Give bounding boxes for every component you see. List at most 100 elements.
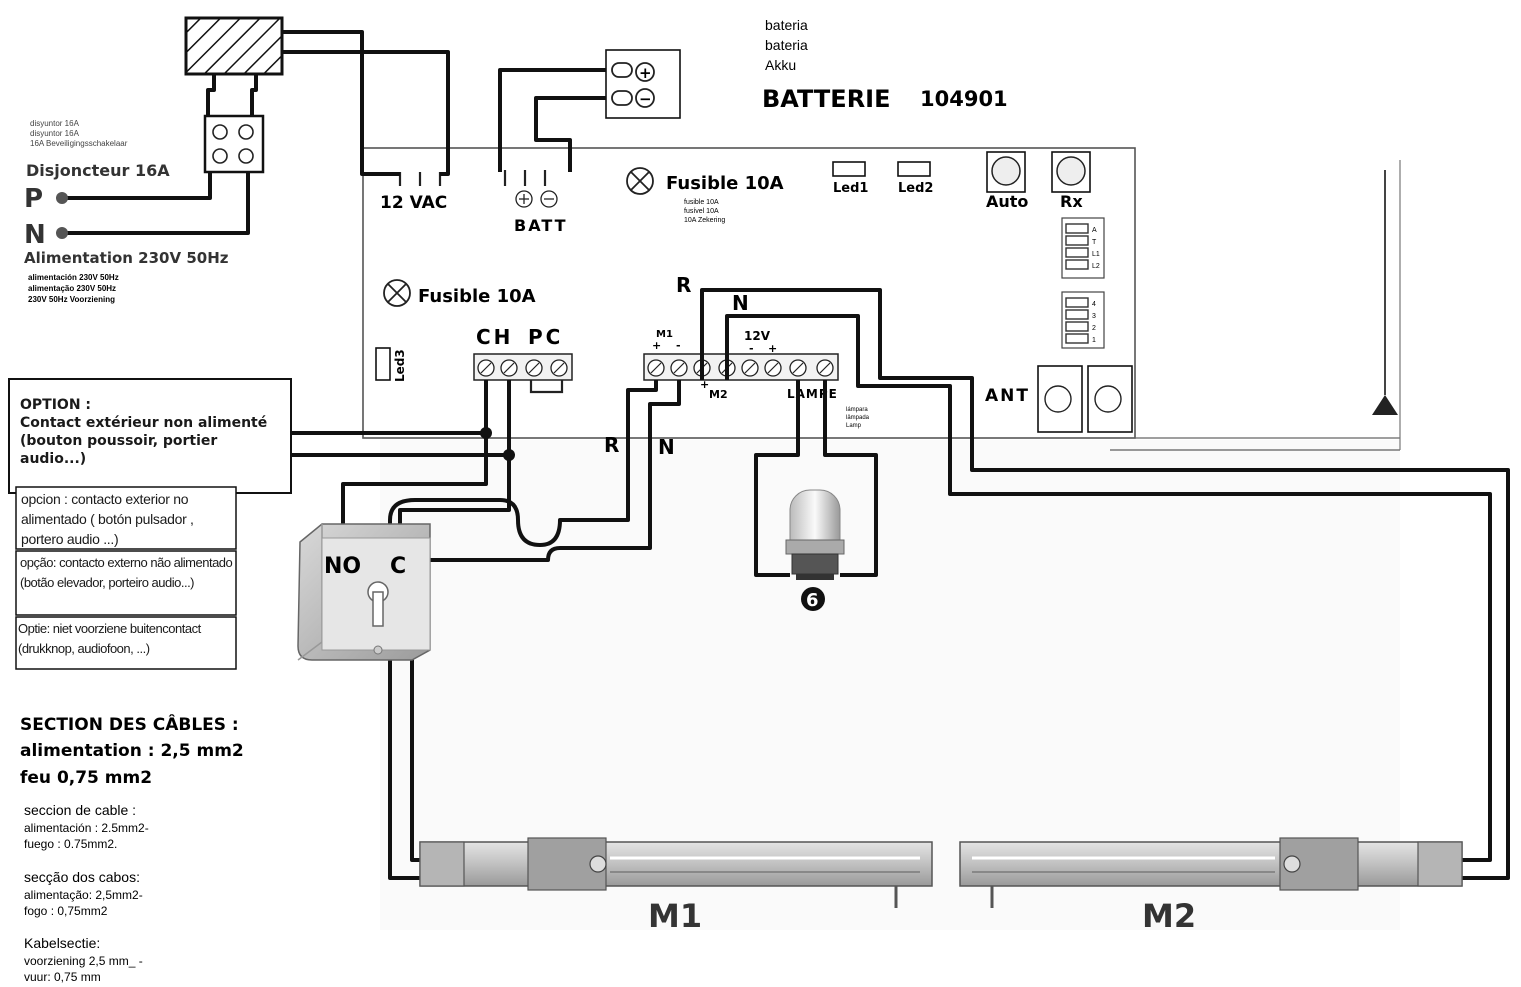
option-pt-box [15, 550, 237, 616]
battery-icon [605, 49, 681, 119]
label-r-top: R [676, 273, 691, 297]
label-12v: 12V [744, 329, 771, 343]
battery-title: BATTERIE [762, 85, 891, 113]
breaker-icon [203, 114, 265, 174]
terminal-dot-n [56, 227, 68, 239]
battery-lang-3: Akku [765, 57, 796, 73]
lampe-lang-3: Lamp [846, 423, 862, 429]
cables-title-1: SECTION DES CÂBLES : [20, 713, 239, 735]
option-es-box [15, 486, 237, 550]
lamp-number-badge [801, 587, 825, 611]
lamp-number: 6 [806, 590, 819, 611]
label-m1-terminal: M1 [656, 329, 673, 340]
label-led3: Led3 [393, 349, 407, 382]
label-m2-terminal: M2 [709, 388, 728, 401]
dip-a-label-3: L1 [1092, 251, 1100, 258]
option-pt: opção: contacto externo não alimentado (… [20, 555, 233, 590]
battery-minus-label: − [639, 90, 652, 108]
option-text-block: OPTION : Contact extérieur non alimenté … [20, 396, 282, 468]
cables-pt-3: fogo : 0,75mm2 [24, 904, 108, 918]
label-12v-plus: + [768, 342, 777, 355]
cables-es-3: fuego : 0.75mm2. [24, 837, 117, 851]
power-lang-3: 230V 50Hz Voorziening [28, 295, 115, 304]
battery-ref: 104901 [920, 87, 1008, 111]
lampe-lang-2: lâmpada [846, 415, 870, 421]
motor-m2 [959, 837, 1463, 908]
transformer [184, 16, 284, 76]
dip-a-label-2: T [1092, 239, 1097, 246]
terminal-dot-p [56, 192, 68, 204]
label-lampe: LAMPE [787, 387, 838, 401]
junction-dot-3 [480, 427, 492, 439]
label-batt: BATT [514, 216, 568, 235]
fuse-top-lang-3: 10A Zekering [684, 217, 725, 224]
dip-b-label-4: 1 [1092, 337, 1096, 344]
power-lang-1: alimentación 230V 50Hz [28, 273, 119, 282]
option-title: OPTION : [20, 397, 92, 413]
option-text: Contact extérieur non alimenté (bouton p… [20, 415, 268, 467]
rx-button[interactable] [1051, 151, 1091, 193]
cables-es-1: seccion de cable : [24, 802, 136, 818]
keyswitch-c: C [390, 554, 406, 579]
fuse-top-icon [626, 167, 654, 195]
dip-b-label-1: 4 [1092, 301, 1096, 308]
label-m1-plus: + [652, 339, 661, 352]
fuse-left-icon [383, 279, 411, 307]
antenna-connector[interactable] [1037, 365, 1133, 433]
breaker-lang-2: disyuntor 16A [30, 129, 80, 138]
keyswitch [297, 523, 431, 661]
option-nl: Optie: niet voorziene buitencontact (dru… [18, 621, 201, 656]
dip-b-label-3: 2 [1092, 325, 1096, 332]
motor-m2-label: M2 [1142, 897, 1196, 935]
dip-a-label-4: L2 [1092, 263, 1100, 270]
label-pc: PC [528, 325, 563, 349]
label-12v-minus: - [749, 342, 754, 355]
option-es: opcion : contacto exterior no alimentado… [21, 491, 194, 547]
fuse-top-lang-2: fusível 10A [684, 208, 719, 215]
power-title: Alimentation 230V 50Hz [24, 249, 229, 267]
label-ch: CH [476, 325, 513, 349]
fuse-top-lang-1: fusible 10A [684, 199, 719, 206]
breaker-lang-3: 16A Beveiligingsschakelaar [30, 139, 128, 148]
label-12vac: 12 VAC [380, 193, 447, 213]
label-m2-plus: + [700, 378, 709, 391]
option-box [8, 378, 292, 494]
led1 [832, 161, 866, 177]
label-p: P [24, 184, 43, 214]
terminal-motors-lamp[interactable] [643, 353, 839, 381]
label-r-mid: R [604, 433, 619, 457]
cables-nl-3: vuur: 0,75 mm [24, 970, 101, 984]
option-nl-box [15, 616, 237, 670]
label-rx: Rx [1060, 192, 1083, 211]
cables-pt-1: secção dos cabos: [24, 869, 140, 885]
dip-switch-b[interactable] [1061, 291, 1105, 349]
motor-m1 [419, 837, 933, 908]
cables-nl-2: voorziening 2,5 mm_ - [24, 954, 143, 968]
label-n: N [24, 220, 46, 250]
lampe-lang-1: lámpara [846, 407, 868, 413]
cables-title-3: feu 0,75 mm2 [20, 768, 152, 788]
label-ant: ANT [985, 386, 1030, 406]
terminal-ch-pc[interactable] [473, 353, 573, 394]
connector-batt[interactable] [503, 170, 558, 208]
dip-b-label-2: 3 [1092, 313, 1096, 320]
label-led2: Led2 [898, 181, 933, 196]
dip-a-label-1: A [1092, 227, 1097, 234]
battery-lang-2: bateria [765, 37, 808, 53]
battery-plus-label: + [639, 64, 652, 82]
led2 [897, 161, 931, 177]
label-auto: Auto [986, 192, 1028, 211]
label-led1: Led1 [833, 181, 868, 196]
motor-m1-label: M1 [648, 897, 702, 935]
keyswitch-no: NO [324, 554, 361, 579]
label-n-top: N [732, 291, 749, 315]
label-n-mid: N [658, 435, 675, 459]
wires [60, 30, 1510, 880]
label-fuse-top: Fusible 10A [666, 173, 784, 194]
auto-button[interactable] [986, 151, 1026, 193]
dip-switch-a[interactable] [1061, 217, 1105, 279]
battery-lang-1: bateria [765, 17, 808, 33]
label-fuse-left: Fusible 10A [418, 286, 536, 307]
label-m1-minus: - [676, 339, 681, 352]
